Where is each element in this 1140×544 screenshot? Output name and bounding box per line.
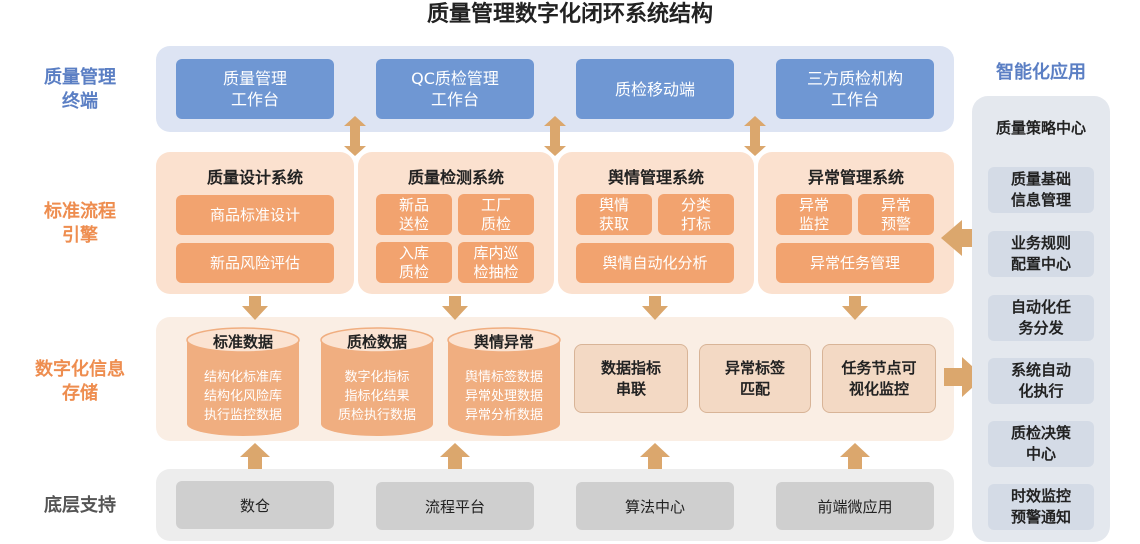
- left-arrow-icon: [941, 220, 978, 256]
- double-arrow-icon: [744, 116, 766, 156]
- database-item: 数字化指标: [344, 370, 410, 385]
- down-arrow-icon: [442, 296, 468, 320]
- storage-box-metric-link[interactable]: 数据指标 串联: [574, 344, 688, 413]
- down-arrow-icon: [642, 296, 668, 320]
- support-process-platform[interactable]: 流程平台: [376, 482, 534, 530]
- terminal-qc-workbench[interactable]: QC质检管理 工作台: [376, 59, 534, 119]
- terminal-mobile[interactable]: 质检移动端: [576, 59, 734, 119]
- double-arrow-icon: [344, 116, 366, 156]
- item-warehouse-in-qc[interactable]: 入库 质检: [376, 242, 452, 283]
- item-classify-tag[interactable]: 分类 打标: [658, 194, 734, 235]
- database-item: 结构化标准库: [203, 370, 282, 385]
- smart-app-timeliness-alert[interactable]: 时效监控 预警通知: [988, 484, 1094, 530]
- item-opinion-analysis[interactable]: 舆情自动化分析: [576, 243, 734, 283]
- database-cylinder-opinion: [447, 327, 561, 436]
- smart-apps-title: 智能化应用: [996, 62, 1086, 83]
- item-exception-task[interactable]: 异常任务管理: [776, 243, 934, 283]
- item-exception-monitor[interactable]: 异常 监控: [776, 194, 852, 235]
- database-cylinder-inspection: [320, 327, 434, 436]
- up-arrow-icon: [840, 443, 870, 469]
- row-label-engine: 标准流程 引擎: [44, 201, 116, 246]
- database-item: 结构化风险库: [203, 389, 282, 404]
- item-product-standard-design[interactable]: 商品标准设计: [176, 195, 334, 235]
- panel-title: 质量设计系统: [206, 168, 303, 187]
- item-patrol-sampling[interactable]: 库内巡 检抽检: [458, 242, 534, 283]
- database-title: 标准数据: [212, 333, 273, 351]
- database-title: 质检数据: [346, 333, 407, 351]
- database-items-standard: 结构化标准库 结构化风险库 执行监控数据: [187, 368, 299, 425]
- panel-title: 异常管理系统: [807, 168, 904, 187]
- terminal-third-party-workbench[interactable]: 三方质检机构 工作台: [776, 59, 934, 119]
- smart-app-task-dispatch[interactable]: 自动化任 务分发: [988, 295, 1094, 341]
- up-arrow-icon: [240, 443, 270, 469]
- double-arrow-icon: [544, 116, 566, 156]
- item-new-product-submit[interactable]: 新品 送检: [376, 194, 452, 235]
- up-arrow-icon: [640, 443, 670, 469]
- support-data-warehouse[interactable]: 数仓: [176, 481, 334, 529]
- row-label-storage: 数字化信息 存储: [35, 359, 125, 404]
- storage-box-tag-match[interactable]: 异常标签 匹配: [699, 344, 811, 413]
- database-item: 异常分析数据: [464, 408, 543, 423]
- smart-app-rule-config[interactable]: 业务规则 配置中心: [988, 231, 1094, 277]
- up-arrow-icon: [440, 443, 470, 469]
- database-item: 执行监控数据: [203, 408, 282, 423]
- right-arrow-icon: [944, 357, 984, 397]
- down-arrow-icon: [842, 296, 868, 320]
- item-opinion-acquire[interactable]: 舆情 获取: [576, 194, 652, 235]
- database-item: 指标化结果: [344, 389, 410, 404]
- support-frontend-micro-app[interactable]: 前端微应用: [776, 482, 934, 530]
- storage-box-task-monitor[interactable]: 任务节点可 视化监控: [822, 344, 936, 413]
- row-label-terminal: 质量管理 终端: [44, 67, 116, 112]
- smart-app-auto-execute[interactable]: 系统自动 化执行: [988, 358, 1094, 404]
- database-item: 异常处理数据: [464, 389, 543, 404]
- item-factory-qc[interactable]: 工厂 质检: [458, 194, 534, 235]
- down-arrow-icon: [242, 296, 268, 320]
- diagram-title: 质量管理数字化闭环系统结构: [426, 2, 713, 27]
- smart-app-strategy-center: 质量策略中心: [995, 119, 1086, 137]
- database-items-inspection: 数字化指标 指标化结果 质检执行数据: [321, 368, 433, 425]
- support-algorithm-center[interactable]: 算法中心: [576, 482, 734, 530]
- database-cylinder-standard: [186, 327, 300, 436]
- panel-title: 质量检测系统: [407, 168, 504, 187]
- item-exception-alert[interactable]: 异常 预警: [858, 194, 934, 235]
- terminal-quality-workbench[interactable]: 质量管理 工作台: [176, 59, 334, 119]
- database-items-opinion: 舆情标签数据 异常处理数据 异常分析数据: [448, 368, 560, 425]
- database-title: 舆情异常: [473, 333, 534, 351]
- database-item: 舆情标签数据: [464, 370, 543, 385]
- database-item: 质检执行数据: [337, 408, 416, 423]
- smart-app-quality-info[interactable]: 质量基础 信息管理: [988, 167, 1094, 213]
- panel-title: 舆情管理系统: [607, 168, 704, 187]
- smart-app-decision-center[interactable]: 质检决策 中心: [988, 421, 1094, 467]
- row-label-support: 底层支持: [44, 495, 116, 516]
- item-new-product-risk[interactable]: 新品风险评估: [176, 243, 334, 283]
